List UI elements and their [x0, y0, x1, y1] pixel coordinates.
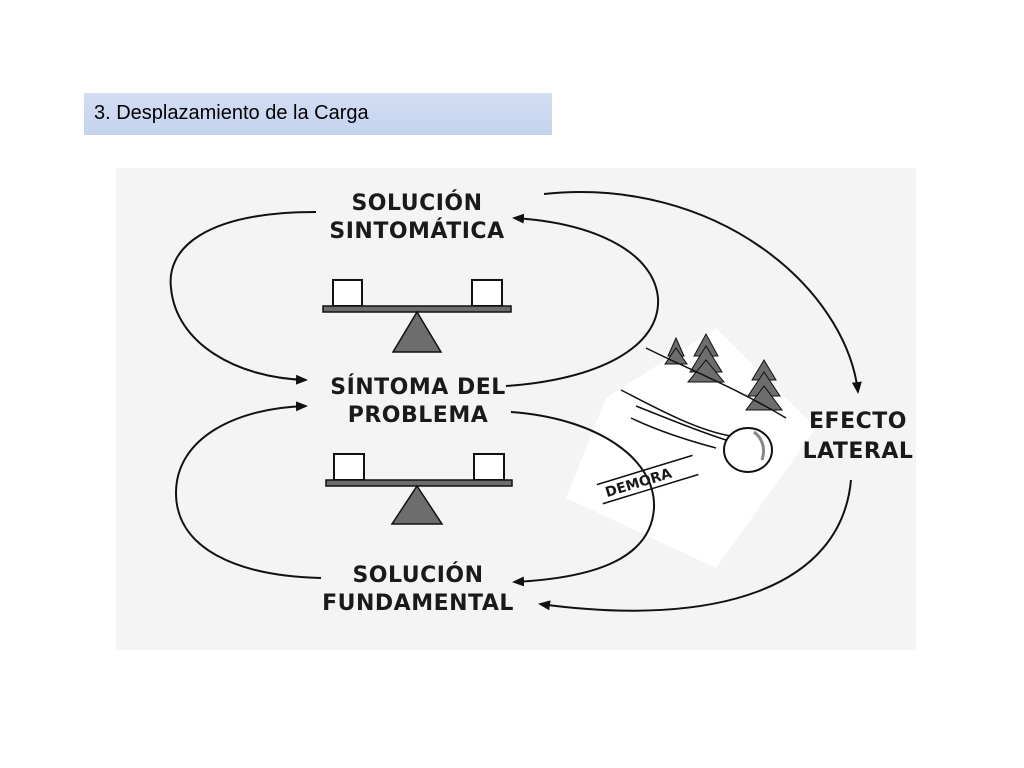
arrow-symptom-to-symptomatic [505, 213, 660, 387]
title-bar: 3. Desplazamiento de la Carga [84, 93, 552, 135]
balance-scale-icon [322, 279, 512, 353]
side-effect-line1: EFECTO [809, 409, 907, 434]
problem-symptom-line2: PROBLEMA [348, 403, 489, 428]
pine-tree-icon [664, 332, 783, 411]
side-effect-line2: LATERAL [803, 439, 914, 464]
symptomatic-solution-line1: SOLUCIÓN [351, 190, 482, 216]
arrow-symptomatic-to-symptom [169, 211, 317, 385]
arrow-fundamental-to-symptom [174, 401, 322, 579]
problem-symptom-line1: SÍNTOMA DEL [330, 374, 506, 400]
snow-slope [620, 347, 787, 449]
diagram-panel: DEMORA SOLUCIÓN SINTOMÁTICA SÍNTOMA DEL … [116, 168, 916, 650]
symptomatic-solution-line2: SINTOMÁTICA [329, 218, 504, 244]
slide-title: 3. Desplazamiento de la Carga [94, 102, 369, 124]
arrow-symptomatic-to-side-effect [543, 191, 862, 394]
balance-scale-icon [325, 453, 513, 525]
scene-highlight [566, 328, 816, 568]
snowball-icon [723, 427, 773, 473]
arrow-symptom-to-fundamental [510, 411, 656, 587]
arrow-side-effect-to-fundamental [538, 479, 852, 612]
fundamental-solution-line1: SOLUCIÓN [352, 562, 483, 588]
shifting-the-burden-diagram: DEMORA SOLUCIÓN SINTOMÁTICA SÍNTOMA DEL … [169, 190, 914, 616]
fundamental-solution-line2: FUNDAMENTAL [322, 591, 514, 616]
